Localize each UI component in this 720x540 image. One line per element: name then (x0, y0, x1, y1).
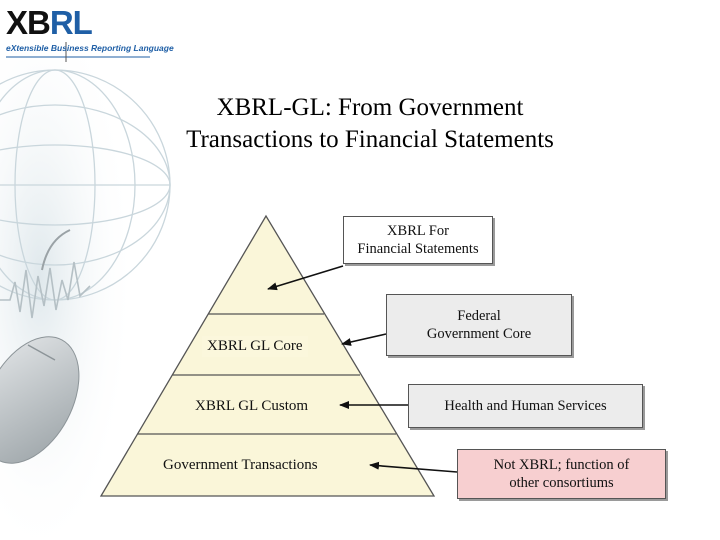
callout-financial-statements: XBRL For Financial Statements (343, 216, 493, 264)
arrow-not-xbrl (369, 461, 458, 473)
arrow-fin-statements (267, 265, 344, 291)
waveform-icon (0, 261, 91, 319)
logo-tagline: eXtensible Business Reporting Language (6, 43, 174, 53)
arrow-federal-core (341, 333, 387, 346)
xbrl-logo: XBRL eXtensible Business Reporting Langu… (6, 4, 174, 58)
callout-not-xbrl: Not XBRL; function of other consortiums (457, 449, 666, 499)
slide-title: XBRL-GL: From Government Transactions to… (120, 92, 620, 156)
callout-federal-core: Federal Government Core (386, 294, 572, 356)
title-line-2: Transactions to Financial Statements (186, 126, 554, 153)
callout-line: other consortiums (509, 475, 614, 491)
mouse-icon (0, 229, 80, 464)
level-label-gl-custom: XBRL GL Custom (190, 396, 314, 417)
callout-line: Health and Human Services (444, 398, 607, 414)
callout-line: Government Core (426, 326, 532, 342)
logo-wordmark: XBRL (6, 4, 93, 41)
callout-line: Federal (457, 308, 501, 324)
title-line-1: XBRL-GL: From Government (216, 94, 524, 121)
callout-line: Not XBRL; function of (493, 457, 630, 473)
level-label-gov-transactions: Government Transactions (158, 455, 323, 476)
level-label-gl-core: XBRL GL Core (202, 336, 308, 357)
callout-line: Financial Statements (357, 241, 479, 257)
callout-hhs: Health and Human Services (408, 384, 643, 428)
callout-line: XBRL For (387, 223, 449, 239)
